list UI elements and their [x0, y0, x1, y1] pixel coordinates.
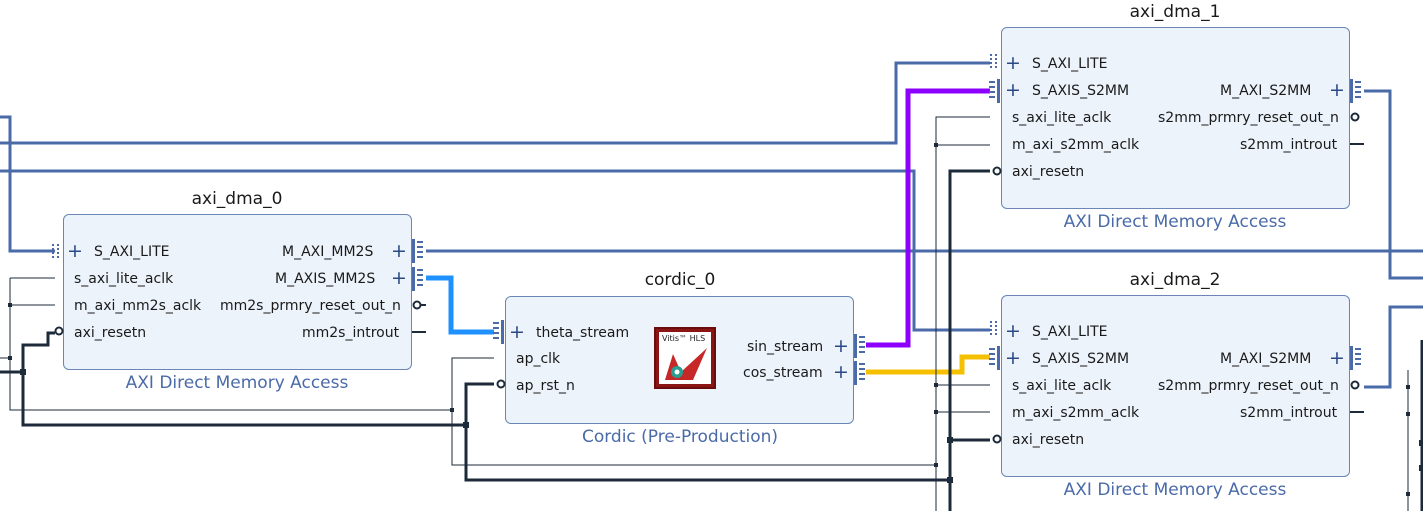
expand-icon[interactable]: +: [391, 267, 407, 289]
expand-icon[interactable]: +: [1329, 347, 1345, 369]
bus-interface-icon: [1350, 346, 1361, 370]
interrupt-pin: [1350, 143, 1364, 145]
bus-nets: [0, 61, 1423, 389]
active-low-icon: [54, 326, 64, 336]
expand-icon[interactable]: +: [1329, 79, 1345, 101]
block-subtitle: AXI Direct Memory Access: [125, 373, 349, 393]
interrupt-pin: [412, 331, 426, 333]
hls-mark-icon: [665, 348, 707, 380]
port-cos-stream[interactable]: cos_stream: [743, 365, 823, 381]
net-dma1-m-axi-s2mm[interactable]: [1364, 89, 1423, 280]
block-subtitle: AXI Direct Memory Access: [1063, 212, 1287, 232]
bus-interface-icon: [990, 321, 997, 335]
port-m-axi-mm2s[interactable]: M_AXI_MM2S: [282, 244, 374, 260]
junctions: [8, 143, 1423, 496]
net-reset-cordic[interactable]: [464, 382, 494, 425]
expand-icon[interactable]: +: [1005, 79, 1021, 101]
stream-interface-icon: [854, 361, 865, 385]
port-s2mm-introut[interactable]: s2mm_introut: [1240, 405, 1338, 421]
port-s-axi-lite-aclk[interactable]: s_axi_lite_aclk: [1012, 378, 1112, 394]
interrupt-pin: [1350, 411, 1364, 413]
active-low-icon: [1350, 380, 1360, 390]
active-low-icon: [496, 379, 506, 389]
net-clk-dma-right-vertical[interactable]: [935, 116, 990, 511]
port-s-axi-lite[interactable]: S_AXI_LITE: [1032, 324, 1108, 340]
block-body[interactable]: [1001, 27, 1350, 209]
stream-interface-icon: [854, 334, 865, 358]
stream-interface-icon: [989, 346, 1000, 370]
active-low-icon: [992, 166, 1002, 176]
bus-interface-icon: [52, 244, 59, 258]
bus-interface-icon: [990, 54, 997, 68]
expand-icon[interactable]: +: [1005, 52, 1021, 74]
port-s-axis-s2mm[interactable]: S_AXIS_S2MM: [1032, 83, 1130, 99]
port-s-axi-lite-aclk[interactable]: s_axi_lite_aclk: [74, 271, 174, 287]
block-subtitle: Cordic (Pre-Production): [581, 427, 779, 447]
net-cos-stream-to-dma2[interactable]: [866, 354, 990, 375]
net-mm2s-to-theta-stream[interactable]: [426, 275, 494, 335]
net-reset-dma0[interactable]: [21, 331, 55, 372]
port-m-axis-mm2s[interactable]: M_AXIS_MM2S: [275, 271, 376, 287]
stream-interface-icon: [412, 267, 423, 291]
port-s2mm-prmry-reset-out-n[interactable]: s2mm_prmry_reset_out_n: [1158, 110, 1339, 126]
port-s2mm-prmry-reset-out-n[interactable]: s2mm_prmry_reset_out_n: [1158, 378, 1339, 394]
stream-interface-icon: [493, 320, 504, 344]
net-reset-right-vertical[interactable]: [948, 169, 990, 511]
block-subtitle: AXI Direct Memory Access: [1063, 480, 1287, 500]
active-low-icon: [992, 434, 1002, 444]
port-m-axi-s2mm-aclk[interactable]: m_axi_s2mm_aclk: [1012, 405, 1140, 421]
port-sin-stream[interactable]: sin_stream: [747, 339, 824, 355]
block-title: cordic_0: [644, 270, 716, 290]
net-ps-to-dma1-s-axi-lite[interactable]: [0, 61, 990, 145]
port-ap-clk[interactable]: ap_clk: [516, 351, 561, 367]
port-s-axi-lite[interactable]: S_AXI_LITE: [1032, 56, 1108, 72]
port-m-axi-s2mm-aclk[interactable]: m_axi_s2mm_aclk: [1012, 137, 1140, 153]
block-title: axi_dma_2: [1129, 270, 1221, 290]
port-axi-resetn[interactable]: axi_resetn: [1012, 164, 1085, 180]
net-dma2-m-axi-s2mm[interactable]: [1364, 305, 1423, 389]
net-reset-left[interactable]: [0, 370, 950, 482]
port-s-axi-lite[interactable]: S_AXI_LITE: [94, 244, 170, 260]
block-body[interactable]: [1001, 295, 1350, 477]
port-axi-resetn[interactable]: axi_resetn: [1012, 432, 1085, 448]
expand-icon[interactable]: +: [833, 335, 849, 357]
expand-icon[interactable]: +: [833, 361, 849, 383]
vitis-hls-logo: Vitis™ HLS: [654, 327, 716, 389]
port-s-axi-lite-aclk[interactable]: s_axi_lite_aclk: [1012, 110, 1112, 126]
port-mm2s-prmry-reset-out-n[interactable]: mm2s_prmry_reset_out_n: [220, 298, 401, 314]
port-ap-rst-n[interactable]: ap_rst_n: [516, 378, 575, 394]
net-sin-stream-to-dma1[interactable]: [866, 88, 990, 348]
port-axi-resetn[interactable]: axi_resetn: [74, 325, 147, 341]
port-m-axi-mm2s-aclk[interactable]: m_axi_mm2s_aclk: [74, 298, 202, 314]
net-ps-to-dma0-s-axi-lite[interactable]: [0, 115, 55, 253]
block-title: axi_dma_0: [191, 189, 283, 209]
bus-interface-icon: [1350, 79, 1361, 103]
port-theta-stream[interactable]: theta_stream: [536, 325, 630, 341]
port-m-axi-s2mm[interactable]: M_AXI_S2MM: [1220, 83, 1312, 99]
port-m-axi-s2mm[interactable]: M_AXI_S2MM: [1220, 351, 1312, 367]
reset-nets: [0, 169, 1423, 511]
expand-icon[interactable]: +: [1005, 320, 1021, 342]
active-low-icon: [1350, 112, 1360, 122]
net-clk-cordic[interactable]: [451, 357, 494, 410]
expand-icon[interactable]: +: [67, 240, 83, 262]
stream-interface-icon: [989, 79, 1000, 103]
logo-text: Vitis™ HLS: [662, 334, 706, 343]
expand-icon[interactable]: +: [391, 240, 407, 262]
block-body[interactable]: [63, 214, 412, 370]
bus-interface-icon: [412, 239, 423, 263]
expand-icon[interactable]: +: [509, 321, 525, 343]
active-low-icon: [412, 300, 426, 310]
block-title: axi_dma_1: [1129, 2, 1221, 22]
port-mm2s-introut[interactable]: mm2s_introut: [302, 325, 400, 341]
port-s2mm-introut[interactable]: s2mm_introut: [1240, 137, 1338, 153]
expand-icon[interactable]: +: [1005, 347, 1021, 369]
port-s-axis-s2mm[interactable]: S_AXIS_S2MM: [1032, 351, 1130, 367]
